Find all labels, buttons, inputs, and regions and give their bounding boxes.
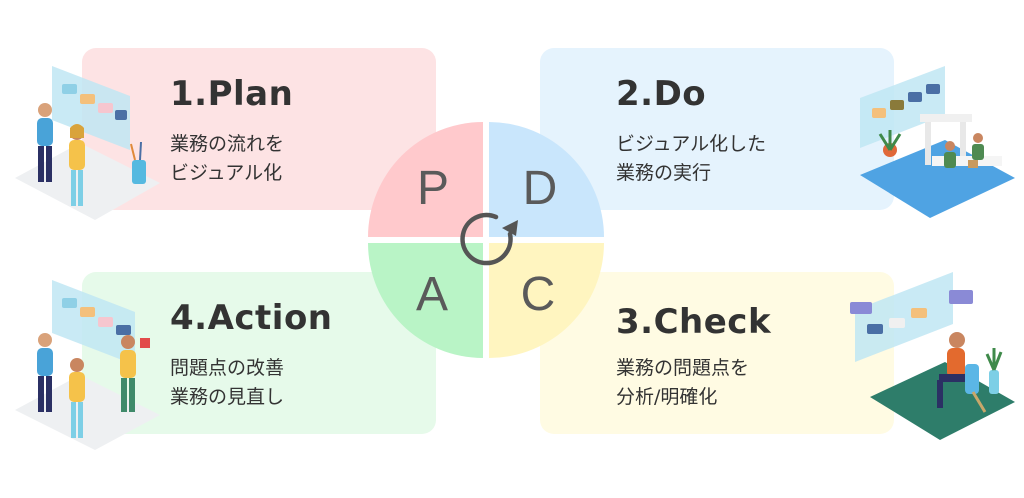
flowchart-board-icon bbox=[52, 66, 130, 150]
card-check bbox=[540, 272, 894, 434]
quadrant-d bbox=[489, 122, 604, 237]
do-description: ビジュアル化した 業務の実行 bbox=[616, 130, 766, 188]
letter-c: C bbox=[521, 268, 556, 321]
do-title: 2.Do bbox=[616, 74, 707, 114]
check-description: 業務の問題点を 分析/明確化 bbox=[616, 354, 749, 412]
action-description: 問題点の改善 業務の見直し bbox=[170, 354, 284, 412]
plan-line-1: 業務の流れを bbox=[170, 133, 285, 155]
people-discussing-icon bbox=[37, 103, 146, 206]
pdca-cycle: P D A C bbox=[368, 122, 604, 358]
letter-p: P bbox=[417, 162, 449, 215]
check-line-1: 業務の問題点を bbox=[616, 357, 750, 379]
assembly-line-icon bbox=[878, 114, 1002, 168]
action-title: 4.Action bbox=[170, 298, 333, 338]
people-discussing-icon bbox=[37, 333, 150, 438]
flowchart-board-icon bbox=[860, 66, 945, 148]
flowchart-board-icon bbox=[850, 272, 973, 362]
refresh-arrow-icon bbox=[460, 212, 518, 266]
letter-a: A bbox=[416, 268, 448, 321]
card-do bbox=[540, 48, 894, 210]
quadrant-p bbox=[368, 122, 483, 237]
check-illustration bbox=[850, 272, 1015, 440]
person-at-desk-icon bbox=[937, 332, 1003, 413]
plan-description: 業務の流れを ビジュアル化 bbox=[170, 130, 284, 188]
plan-line-2: ビジュアル化 bbox=[170, 162, 283, 184]
do-illustration bbox=[860, 66, 1015, 218]
letter-d: D bbox=[523, 162, 558, 215]
quadrant-a bbox=[368, 243, 483, 358]
plan-illustration bbox=[15, 66, 160, 220]
check-title: 3.Check bbox=[616, 302, 772, 342]
quadrant-c bbox=[489, 243, 604, 358]
action-line-2: 業務の見直し bbox=[170, 386, 285, 408]
action-line-1: 問題点の改善 bbox=[170, 357, 285, 379]
do-line-2: 業務の実行 bbox=[616, 162, 712, 184]
check-line-2: 分析/明確化 bbox=[616, 386, 718, 408]
do-line-1: ビジュアル化した bbox=[616, 133, 767, 155]
plan-title: 1.Plan bbox=[170, 74, 294, 114]
flowchart-board-icon bbox=[52, 280, 135, 365]
action-illustration bbox=[15, 280, 160, 450]
